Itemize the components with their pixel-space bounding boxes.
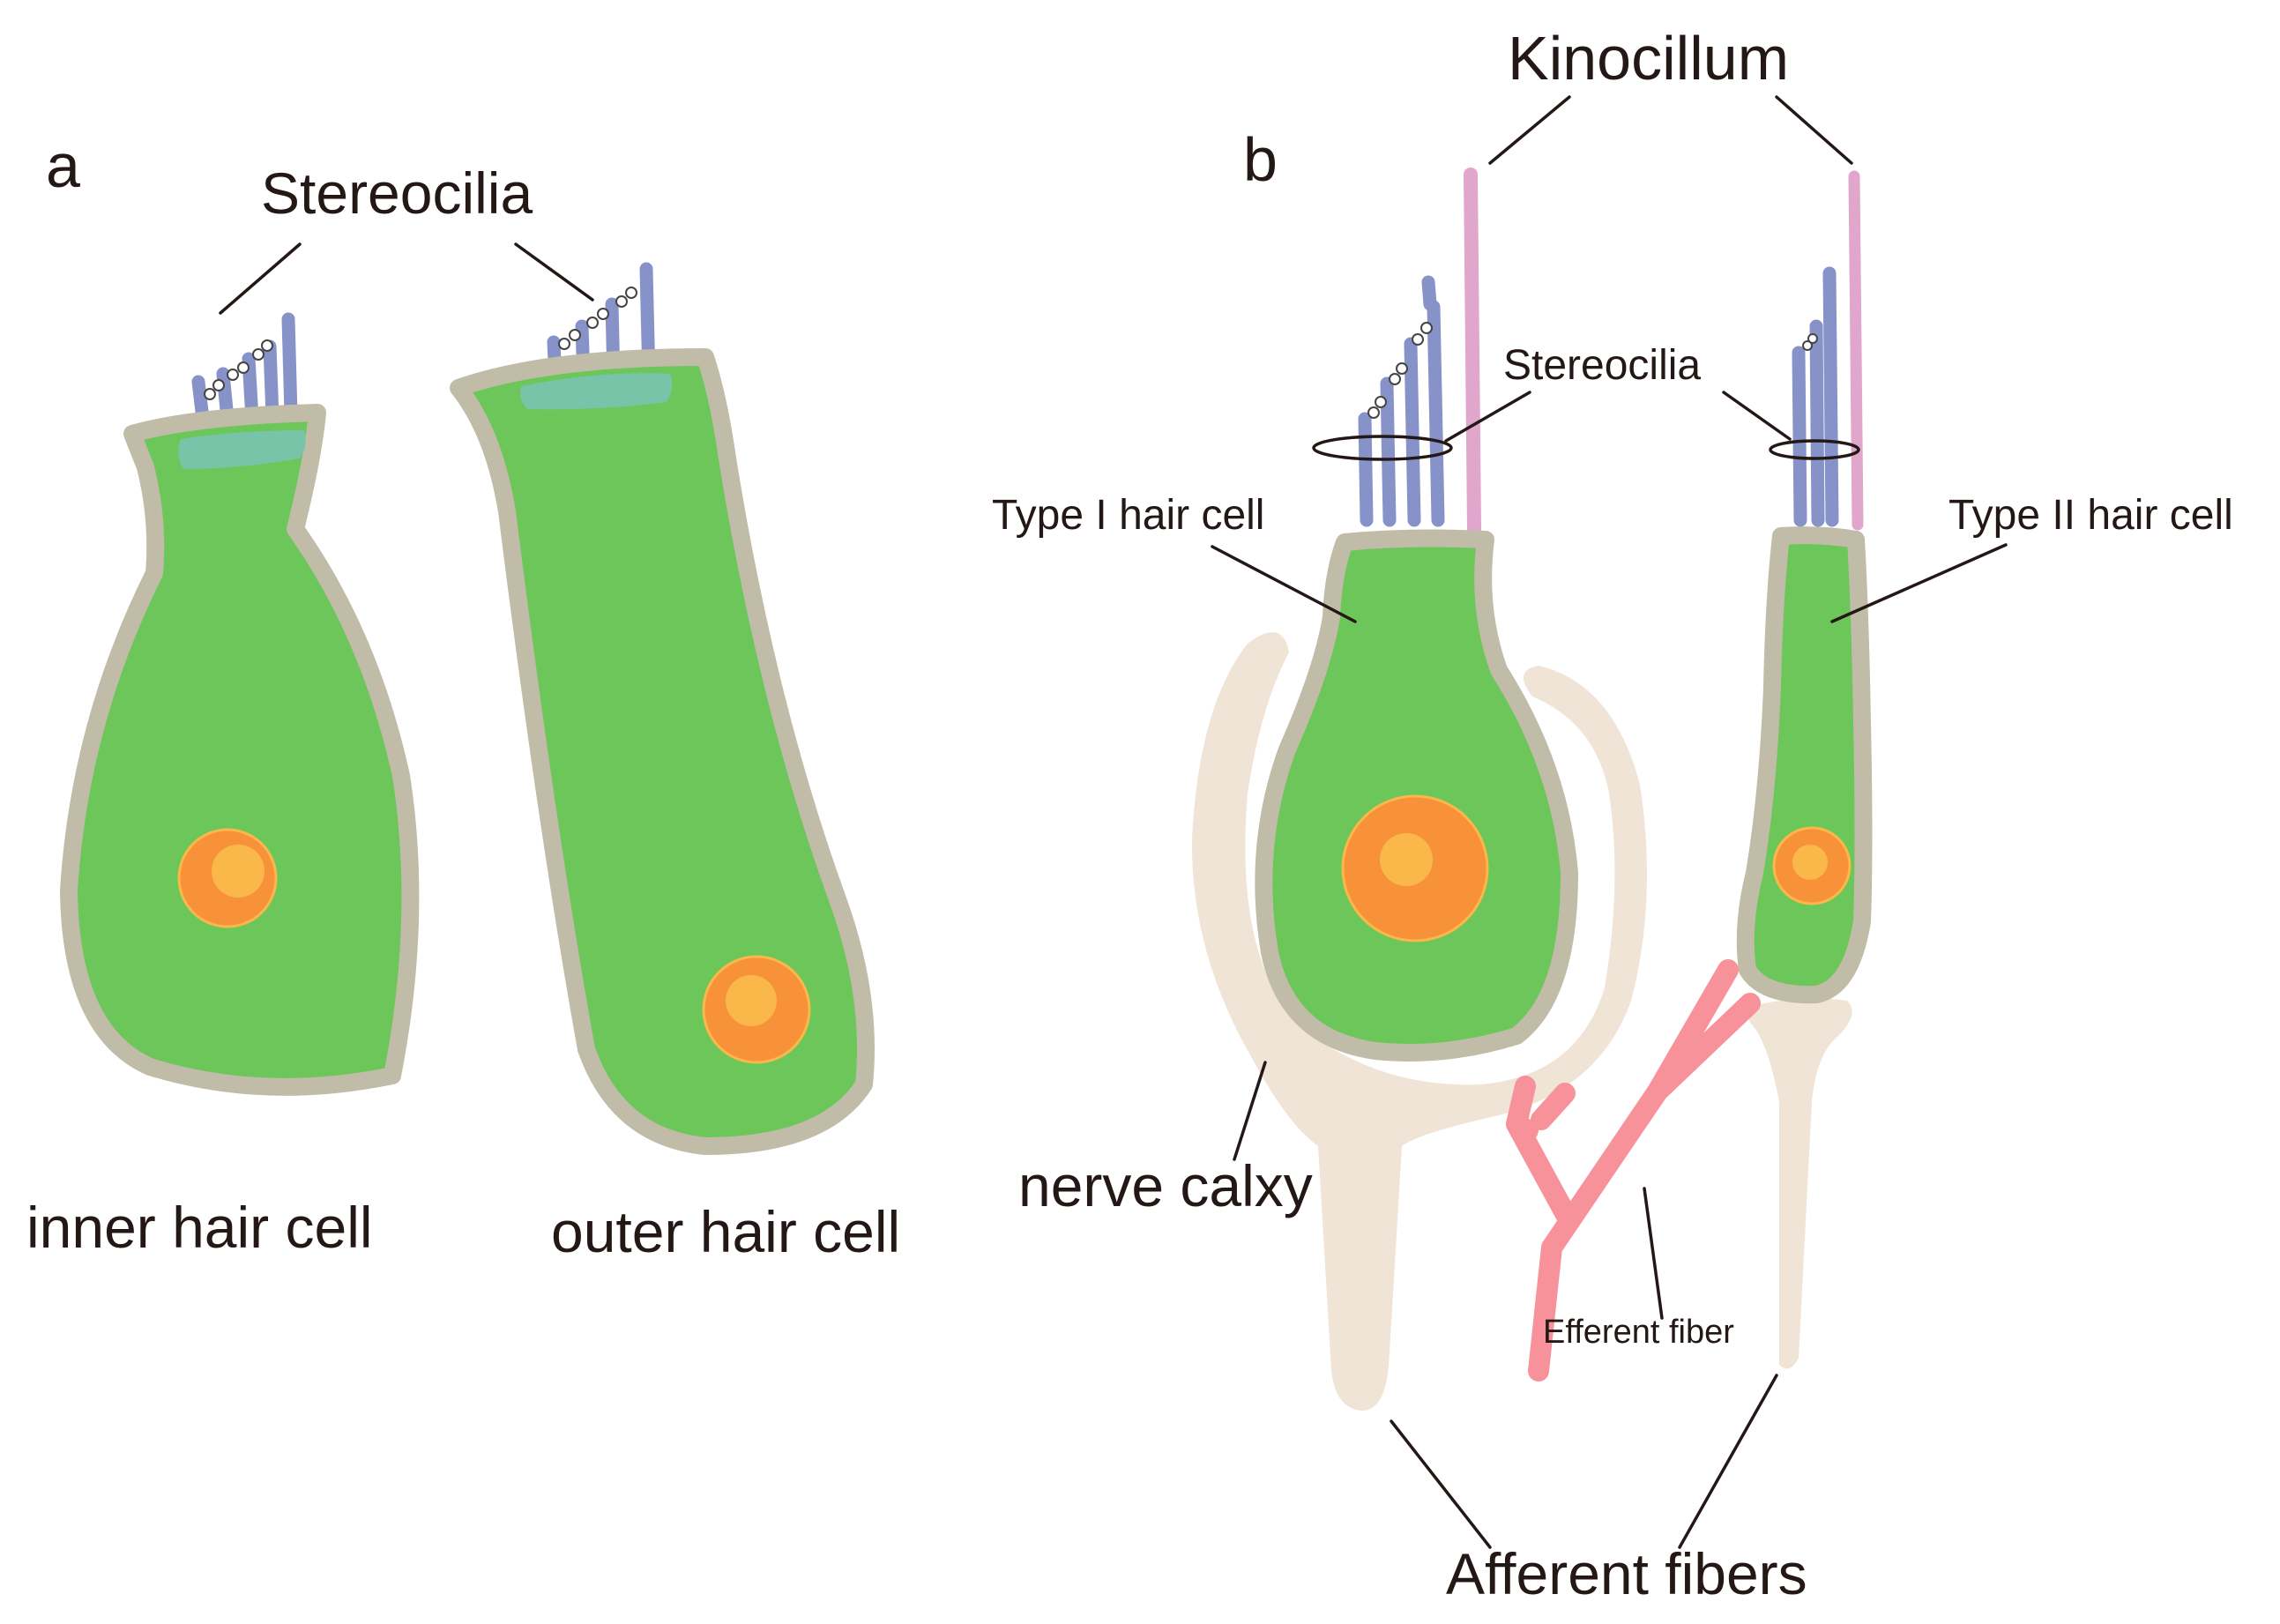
type1-hair-bundle	[1358, 168, 1481, 536]
outer-cuticular-plate	[520, 373, 673, 410]
outer-tip-links	[558, 287, 637, 350]
type2-afferent-terminal	[1748, 998, 1852, 1369]
nerve-calyx-label: nerve calxy	[1018, 1153, 1313, 1218]
kinocilium-leader-left	[1488, 95, 1571, 165]
type2-leader	[1830, 543, 2008, 623]
afferent-leader-right	[1678, 1374, 1778, 1549]
panel-b-letter: b	[1243, 125, 1278, 194]
afferent-fibers-label: Afferent fibers	[1446, 1541, 1807, 1606]
panel-a-stereocilia-leader-left	[219, 242, 302, 315]
inner-cell-body	[60, 404, 420, 1096]
outer-nucleolus	[726, 975, 777, 1026]
inner-hair-cell	[60, 312, 420, 1096]
panel-a-letter: a	[46, 131, 80, 200]
type2-cell-body	[1736, 526, 1873, 1004]
inner-tip-links	[204, 339, 273, 400]
outer-hair-cell-label: outer hair cell	[551, 1199, 900, 1264]
efferent-branch-left	[1531, 1083, 1576, 1130]
efferent-fiber	[1506, 959, 1761, 1382]
type2-nucleolus	[1792, 845, 1828, 880]
panel-a: a Stereocilia	[26, 131, 900, 1264]
type1-stereocilia-ring	[1312, 435, 1453, 461]
nerve-calyx	[1191, 632, 1647, 1411]
kinocilium-label: Kinocillum	[1508, 24, 1789, 93]
type1-nucleolus	[1380, 833, 1433, 886]
type2-hair-cell	[1736, 526, 1873, 1004]
efferent-fiber-label: Efferent fiber	[1543, 1314, 1734, 1351]
inner-hair-cell-label: inner hair cell	[26, 1195, 373, 1260]
panel-a-stereocilia-leader-right	[514, 242, 594, 302]
panel-b-stereocilia-label: Stereocilia	[1503, 342, 1701, 389]
type1-leader	[1211, 545, 1357, 623]
outer-hair-cell	[450, 262, 875, 1155]
panel-a-stereocilia-label: Stereocilia	[261, 160, 533, 226]
inner-cuticular-plate	[178, 430, 306, 469]
type2-label: Type II hair cell	[1948, 492, 2233, 539]
type1-hair-cell	[1255, 529, 1578, 1062]
type2-stereocilia-ring	[1769, 439, 1860, 460]
nerve-calyx-leader	[1233, 1061, 1267, 1161]
panel-b: b Kinocillum	[992, 24, 2233, 1606]
type2-hair-bundle	[1792, 170, 1864, 531]
inner-nucleolus	[212, 845, 265, 898]
kinocilium-leader-right	[1775, 95, 1853, 165]
panel-b-stereocilia-leader-left	[1444, 391, 1531, 443]
type1-label: Type I hair cell	[992, 492, 1264, 539]
panel-b-stereocilia-leader-right	[1722, 391, 1792, 441]
efferent-fiber-leader	[1643, 1187, 1664, 1320]
outer-cell-body	[450, 348, 875, 1155]
type2-tip-links	[1802, 333, 1818, 351]
type1-tip-links	[1367, 322, 1433, 419]
afferent-leader-left	[1390, 1419, 1492, 1549]
